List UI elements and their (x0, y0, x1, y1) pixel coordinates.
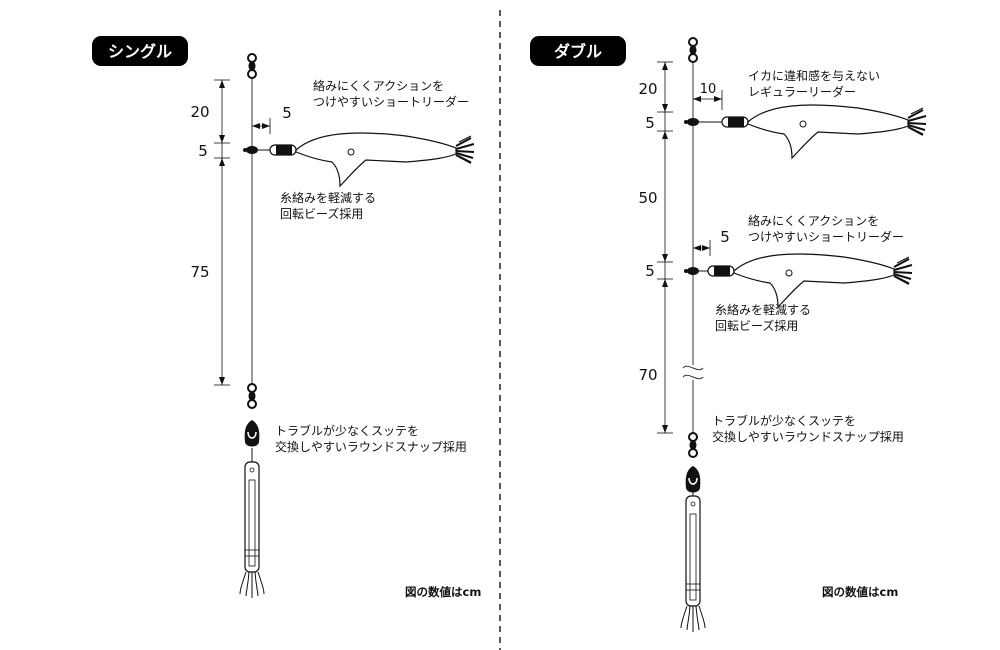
single-note-snap-2: 交換しやすいラウンドスナップ採用 (275, 439, 467, 454)
single-note-bead-1: 糸絡みを軽減する (280, 190, 376, 205)
double-note-leader-a1: イカに違和感を与えない (748, 68, 880, 83)
double-unit-note: 図の数値はcm (822, 585, 898, 599)
double-round-snap (684, 465, 702, 494)
double-title-badge (530, 36, 626, 66)
double-lower-egi (733, 252, 913, 308)
single-dim-low: 75 (190, 263, 209, 281)
double-leader-gap-2: 5 (720, 228, 730, 246)
single-top-swivel (247, 53, 257, 79)
single-egi (295, 131, 475, 187)
single-title: シングル (108, 42, 172, 61)
double-note-leader-b2: つけやすいショートリーダー (748, 229, 904, 244)
single-unit-note: 図の数値はcm (405, 585, 481, 599)
double-note-leader-b1: 絡みにくくアクションを (748, 213, 879, 228)
double-leader-gap-1: 10 (700, 82, 717, 97)
single-note-bead-2: 回転ビーズ採用 (280, 206, 363, 221)
single-sutte (239, 461, 265, 599)
double-note-snap-2: 交換しやすいラウンドスナップ採用 (712, 429, 904, 444)
single-title-badge (92, 36, 188, 66)
double-upper-bead (687, 118, 699, 126)
double-note-leader-a2: レギュラーリーダー (748, 84, 856, 99)
double-line-break (682, 365, 704, 380)
double-dim-mid2: 5 (645, 262, 655, 280)
double-dim-mid1: 5 (645, 114, 655, 132)
double-upper-leader-weight (721, 116, 749, 128)
single-round-snap (243, 419, 261, 448)
double-upper-egi (747, 103, 927, 159)
double-sutte (680, 495, 706, 633)
double-note-bead-1: 糸絡みを軽減する (715, 302, 811, 317)
single-note-leader-2: つけやすいショートリーダー (313, 94, 469, 109)
double-top-swivel (688, 37, 698, 63)
single-rig: シングル 20 5 75 5 絡みにくくアクションを つけやすいショートリーダー… (92, 36, 481, 599)
single-dim-mid: 5 (198, 142, 208, 160)
single-rotating-bead (246, 146, 258, 154)
single-note-snap-1: トラブルが少なくスッテを (275, 423, 419, 438)
double-note-snap-1: トラブルが少なくスッテを (712, 413, 856, 428)
single-leader-gap: 5 (282, 104, 292, 122)
double-dim-top: 20 (638, 80, 657, 98)
double-rig: ダブル 20 5 50 5 70 10 イカに違和感を与えない レギュラーリーダ… (530, 36, 927, 633)
single-note-leader-1: 絡みにくくアクションを (313, 78, 444, 93)
double-dim-50: 50 (638, 189, 657, 207)
double-bottom-swivel (688, 432, 698, 458)
double-lower-bead (687, 267, 699, 275)
double-lower-leader-weight (707, 265, 735, 277)
single-dim-top: 20 (190, 103, 209, 121)
single-leader-weight (269, 144, 297, 156)
single-bottom-swivel (247, 383, 257, 409)
double-note-bead-2: 回転ビーズ採用 (715, 318, 798, 333)
double-dim-low: 70 (638, 366, 657, 384)
double-title: ダブル (554, 42, 602, 61)
